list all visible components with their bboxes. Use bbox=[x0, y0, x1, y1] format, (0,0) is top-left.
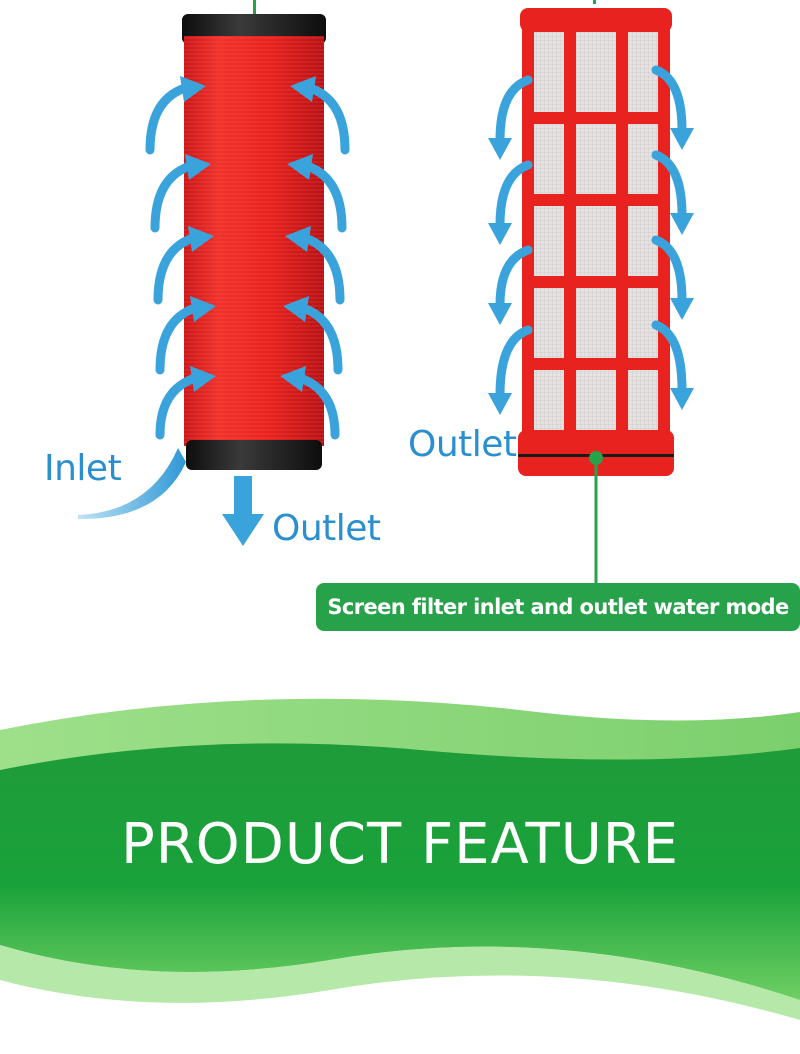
outlet-down-arrow bbox=[222, 476, 264, 546]
screen-mesh bbox=[526, 20, 666, 440]
screen-outlet-label: Outlet bbox=[408, 424, 517, 465]
screen-top-ring bbox=[520, 8, 672, 32]
disc-filter-illustration bbox=[78, 0, 350, 546]
inflow-arrows-right bbox=[295, 83, 350, 440]
screen-filter-illustration bbox=[488, 0, 694, 584]
outflow-arrows-left bbox=[495, 75, 533, 400]
screen-frame bbox=[522, 16, 670, 448]
banner-wave-background bbox=[0, 698, 800, 1020]
inlet-arrow bbox=[78, 448, 186, 520]
screen-filter-caption: Screen filter inlet and outlet water mod… bbox=[316, 583, 800, 631]
inlet-label: Inlet bbox=[44, 448, 122, 489]
inflow-arrows-left bbox=[145, 83, 200, 440]
outflow-arrows-right bbox=[651, 65, 687, 395]
disc-outlet-label: Outlet bbox=[272, 508, 381, 549]
disc-filter-bottom-cap bbox=[186, 440, 322, 470]
screen-connector-line bbox=[594, 458, 598, 584]
banner-title: PRODUCT FEATURE bbox=[120, 812, 680, 877]
top-connector-line bbox=[253, 0, 256, 18]
